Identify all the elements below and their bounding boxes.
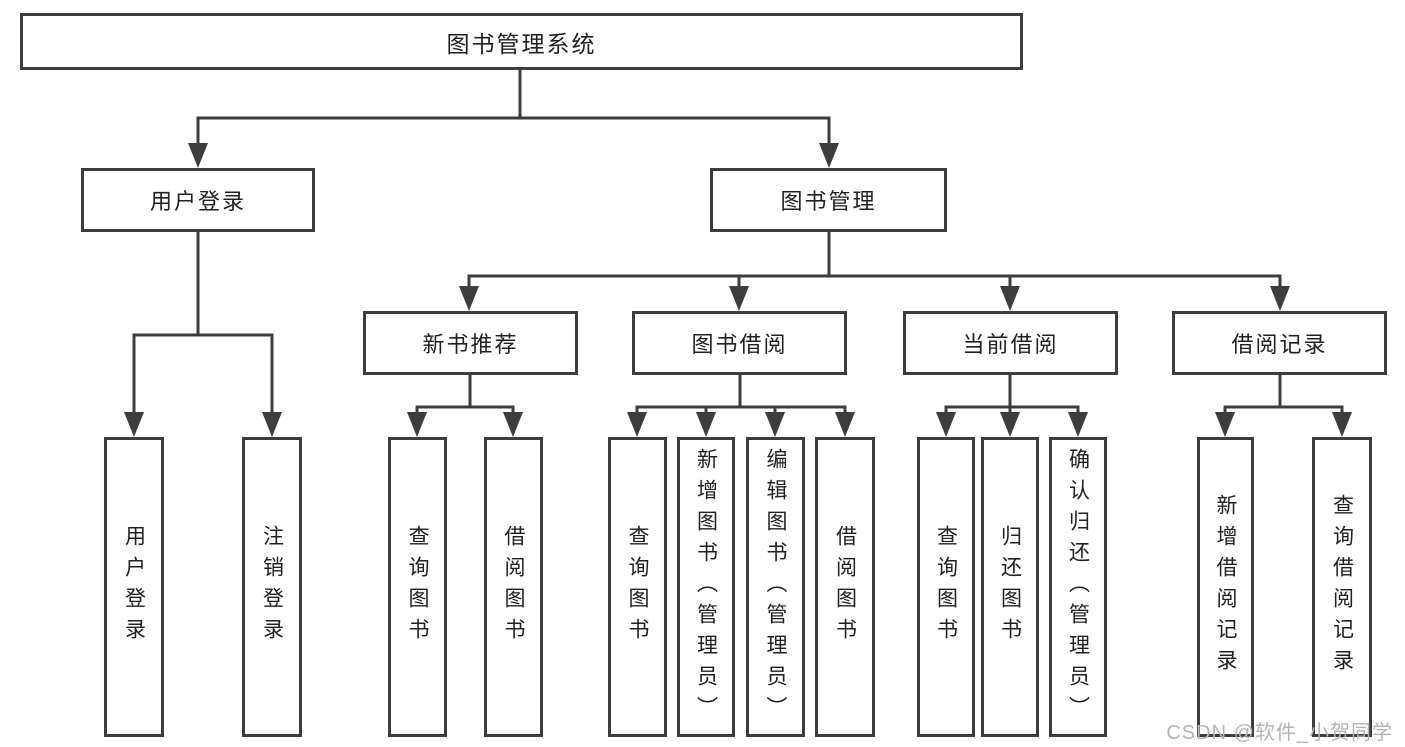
leaf-label: 借阅图书 (502, 525, 525, 649)
arrow-down-icon (1270, 286, 1290, 311)
node-label: 当前借阅 (962, 332, 1059, 357)
leaf-label: 注销登录 (260, 525, 284, 649)
leaf-query-books-3: 查询图书 (917, 437, 975, 737)
leaf-label: 新增借阅记录 (1214, 494, 1237, 680)
leaf-query-borrow-record: 查询借阅记录 (1312, 437, 1372, 737)
node-label: 新书推荐 (422, 332, 519, 357)
arrow-down-icon (407, 412, 427, 437)
leaf-edit-books-admin: 编辑图书（管理员） (746, 437, 805, 737)
node-label: 借阅记录 (1231, 332, 1328, 357)
leaf-label: 查询借阅记录 (1330, 494, 1354, 680)
arrow-down-icon (503, 412, 523, 437)
leaf-label: 归还图书 (998, 525, 1022, 649)
leaf-label: 编辑图书（管理员） (764, 447, 787, 727)
leaf-borrow-books-2: 借阅图书 (815, 437, 875, 737)
node-user-login: 用户登录 (81, 168, 315, 232)
arrow-down-icon (459, 286, 479, 311)
leaf-label: 查询图书 (934, 525, 958, 649)
arrow-down-icon (1332, 412, 1352, 437)
node-label: 图书借阅 (691, 332, 788, 357)
arrow-down-icon (188, 143, 208, 168)
arrow-down-icon (124, 412, 144, 437)
arrow-down-icon (1215, 412, 1235, 437)
arrow-down-icon (819, 143, 839, 168)
node-label: 图书管理系统 (446, 30, 597, 57)
leaf-query-books-2: 查询图书 (608, 437, 667, 737)
connector-book-borrow-to-leaves (635, 373, 847, 416)
leaf-query-books: 查询图书 (388, 437, 447, 737)
arrow-down-icon (835, 412, 855, 437)
node-book-borrowing: 图书借阅 (632, 311, 847, 375)
arrow-down-icon (1000, 286, 1020, 311)
leaf-user-login: 用户登录 (104, 437, 164, 737)
leaf-return-books: 归还图书 (981, 437, 1039, 737)
leaf-label: 确认归还（管理员） (1066, 447, 1090, 727)
watermark: CSDN @软件_小贺同学 (1166, 722, 1393, 744)
leaf-label: 借阅图书 (833, 525, 857, 649)
arrow-down-icon (262, 412, 282, 437)
leaf-label: 新增图书（管理员） (694, 447, 718, 727)
arrow-down-icon (1000, 412, 1020, 437)
connector-book-mgmt-to-level3 (467, 230, 1282, 290)
leaf-confirm-return-admin: 确认归还（管理员） (1049, 437, 1107, 737)
node-borrowing-records: 借阅记录 (1172, 311, 1387, 375)
node-book-management: 图书管理 (710, 168, 947, 232)
leaf-add-borrow-record: 新增借阅记录 (1197, 437, 1254, 737)
arrow-down-icon (765, 412, 785, 437)
leaf-logout: 注销登录 (242, 437, 302, 737)
leaf-borrow-books: 借阅图书 (484, 437, 543, 737)
node-current-borrowing: 当前借阅 (903, 311, 1118, 375)
node-new-book-recommend: 新书推荐 (363, 311, 578, 375)
connector-root-to-level2 (196, 68, 831, 147)
arrow-down-icon (936, 412, 956, 437)
connector-user-login-to-leaves (132, 230, 274, 416)
connector-current-borrow-to-leaves (944, 373, 1080, 416)
connector-borrow-records-to-leaves (1223, 373, 1344, 416)
leaf-add-books-admin: 新增图书（管理员） (677, 437, 735, 737)
leaf-label: 查询图书 (626, 525, 649, 649)
connector-new-book-to-leaves (415, 373, 515, 416)
arrow-down-icon (627, 412, 647, 437)
leaf-label: 查询图书 (406, 525, 429, 649)
node-label: 用户登录 (149, 189, 246, 214)
arrow-down-icon (729, 286, 749, 311)
node-library-management-system: 图书管理系统 (20, 13, 1023, 70)
leaf-label: 用户登录 (122, 525, 146, 649)
node-label: 图书管理 (780, 189, 877, 214)
arrow-down-icon (1068, 412, 1088, 437)
arrow-down-icon (696, 412, 716, 437)
